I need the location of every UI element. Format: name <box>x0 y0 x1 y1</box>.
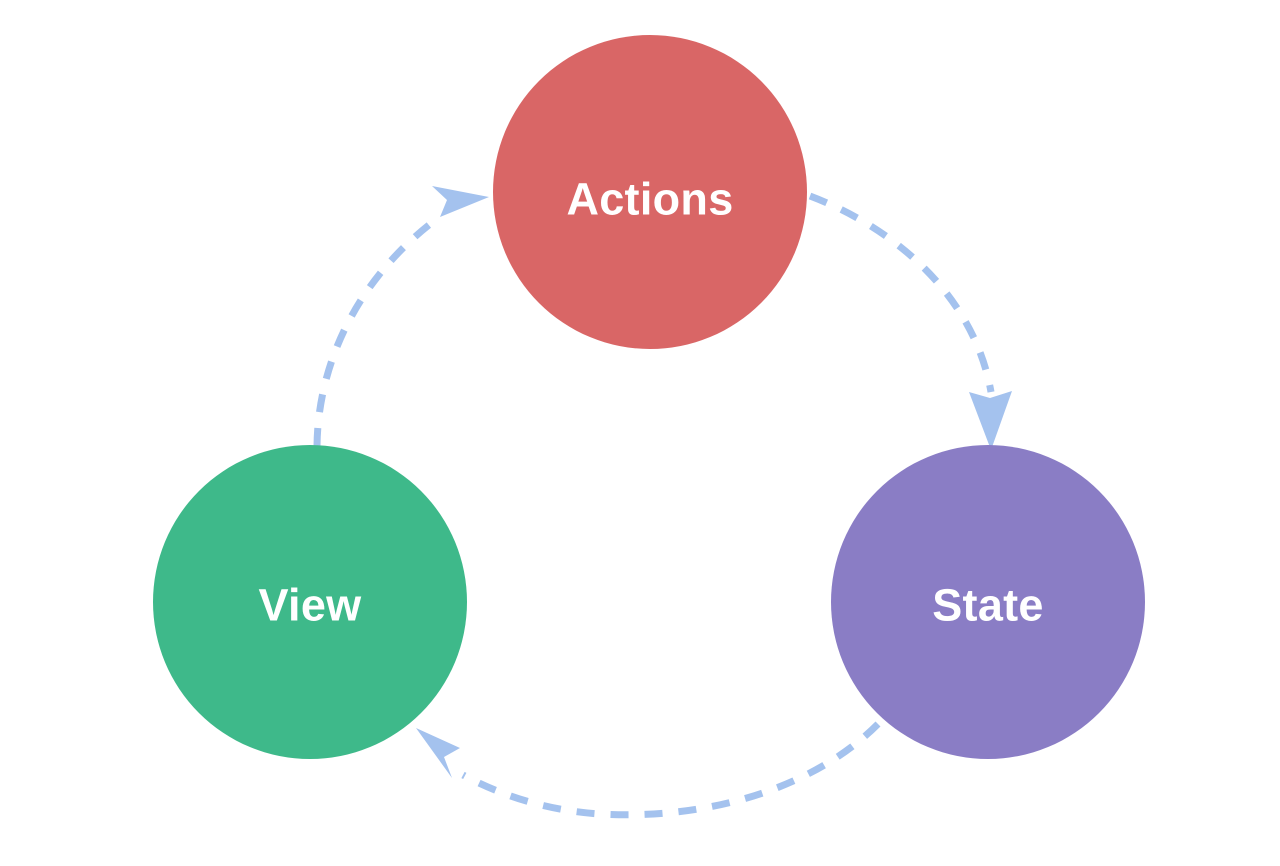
edge-actions-to-state <box>808 192 995 393</box>
node-actions-label: Actions <box>566 174 733 225</box>
edge-group <box>313 186 1012 819</box>
node-state-circle[interactable] <box>831 445 1145 759</box>
edge-view-to-actions <box>313 215 441 447</box>
node-actions[interactable]: Actions <box>493 35 807 349</box>
edge-state-to-view <box>461 721 881 819</box>
arrowhead-into-view-icon <box>416 728 460 778</box>
node-state-label: State <box>932 580 1044 631</box>
arrowhead-into-actions-icon <box>432 186 489 217</box>
node-view[interactable]: View <box>153 445 467 759</box>
node-actions-circle[interactable] <box>493 35 807 349</box>
node-view-circle[interactable] <box>153 445 467 759</box>
node-state[interactable]: State <box>831 445 1145 759</box>
node-view-label: View <box>259 580 363 631</box>
arrowhead-into-state-icon <box>969 391 1012 450</box>
